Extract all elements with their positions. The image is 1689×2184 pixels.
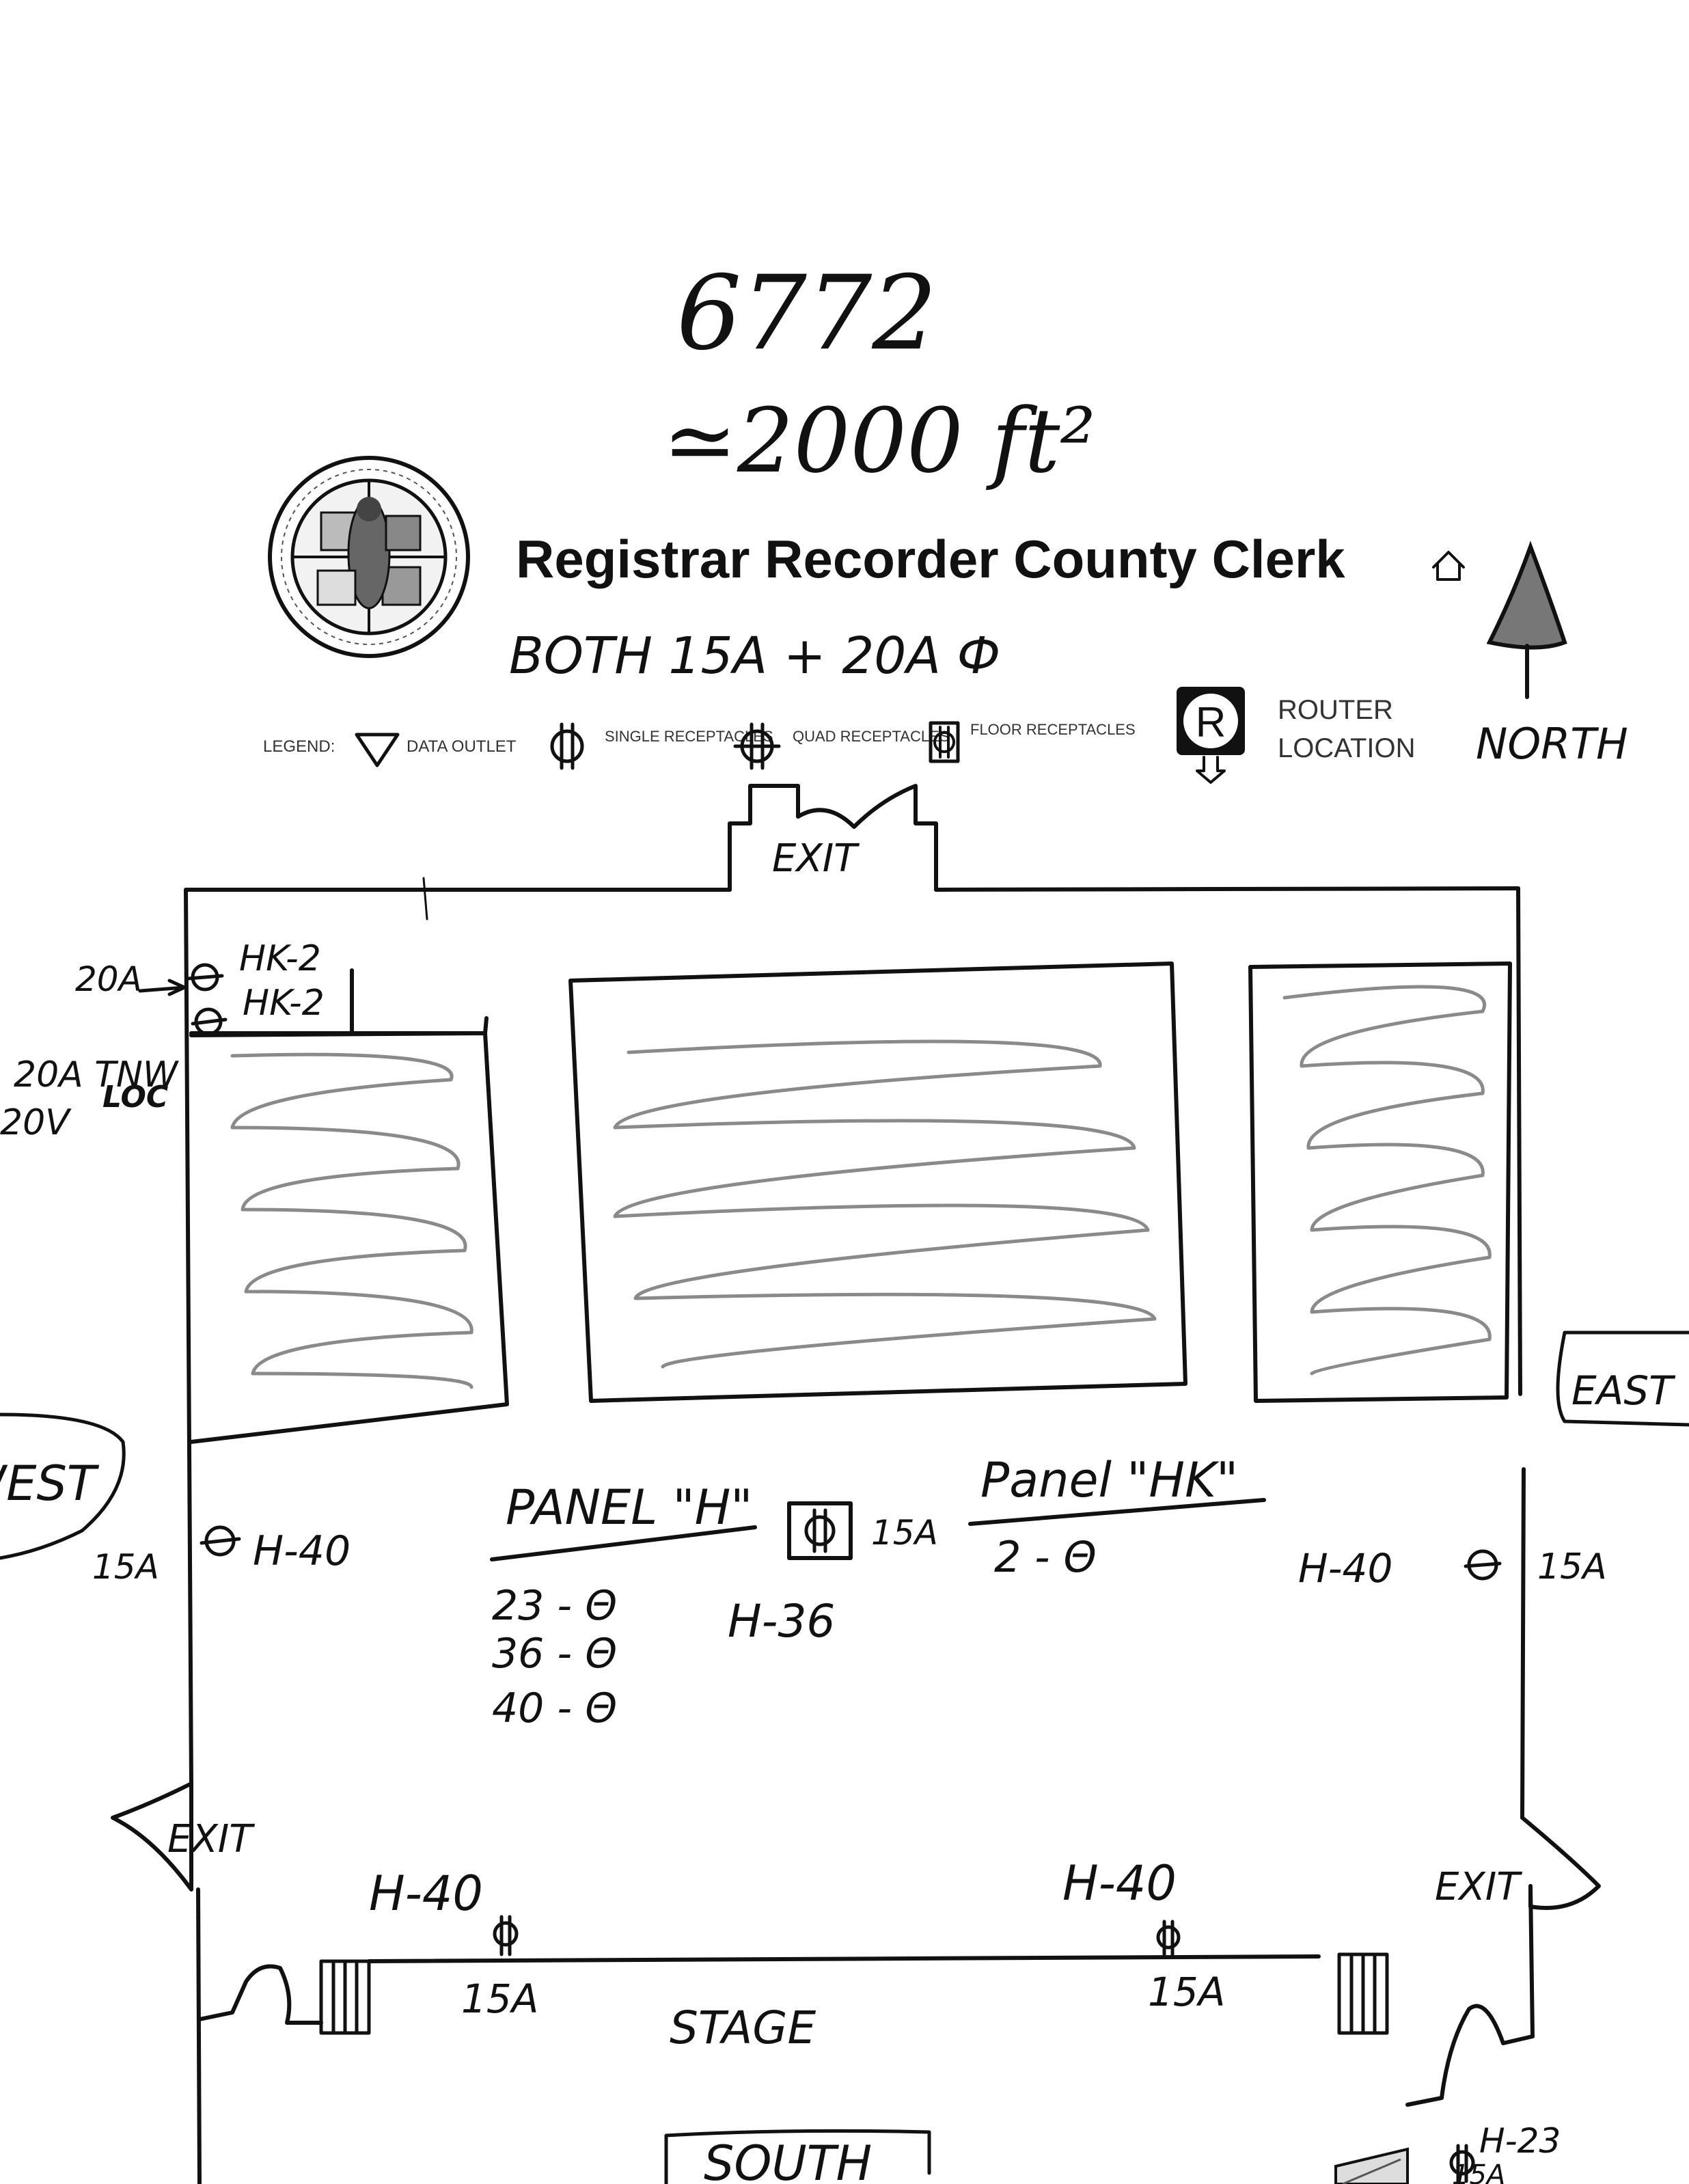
page-title: Registrar Recorder County Clerk bbox=[516, 529, 1345, 589]
data-outlet-icon bbox=[355, 733, 400, 767]
panel-hk-underline bbox=[968, 1498, 1266, 1526]
legend-floor-receptacle: FLOOR RECEPTACLES bbox=[970, 721, 1136, 738]
home-icon bbox=[1432, 551, 1465, 581]
se-h23-label: H-23 bbox=[1479, 2121, 1561, 2161]
nw-loc-label: LOC bbox=[102, 1080, 168, 1115]
building-outline bbox=[111, 784, 1601, 2184]
east-tag bbox=[1556, 1330, 1689, 1427]
stage-right-15a-label: 15A bbox=[1148, 1969, 1225, 2015]
nw-20a-label: 20A bbox=[75, 959, 142, 999]
seating-area-right bbox=[1248, 961, 1512, 1403]
project-number: 6772 bbox=[676, 254, 937, 373]
stage-right-receptacle bbox=[1156, 1920, 1181, 1956]
west-15a-label: 15A bbox=[92, 1547, 159, 1587]
se-receptacle bbox=[1449, 2144, 1475, 2183]
area-note: ≃2000 ft² bbox=[663, 389, 1096, 493]
legend-data-outlet: DATA OUTLET bbox=[407, 737, 517, 756]
panel-h-row-2: 36 - Θ bbox=[492, 1630, 617, 1678]
quad-receptacle-icon bbox=[733, 722, 781, 770]
nw-20a-tnw-label: 20A TNW bbox=[14, 1054, 180, 1095]
west-tag bbox=[0, 1412, 126, 1560]
west-exit-label: EXIT bbox=[167, 1817, 255, 1861]
top-exit-label: EXIT bbox=[772, 836, 860, 881]
stage-right-h40-label: H-40 bbox=[1062, 1855, 1177, 1911]
nw-quad-receptacle-2 bbox=[191, 1007, 228, 1036]
nw-hk2-label-b: HK-2 bbox=[243, 983, 325, 1024]
stage-left-receptacle bbox=[493, 1915, 519, 1956]
seating-area-left bbox=[189, 1031, 509, 1444]
nw-quad-receptacle-1 bbox=[186, 963, 224, 992]
north-arrow bbox=[1486, 541, 1567, 699]
south-label: SOUTH bbox=[704, 2135, 872, 2184]
panel-hk-row: 2 - Θ bbox=[994, 1532, 1097, 1582]
west-h40-label: H-40 bbox=[253, 1527, 351, 1575]
router-icon: R bbox=[1177, 687, 1245, 784]
panel-h-underline bbox=[490, 1525, 757, 1561]
single-receptacle-icon bbox=[550, 722, 584, 770]
legend-label: LEGEND: bbox=[263, 737, 335, 756]
legend: LEGEND: DATA OUTLET SINGLE RECEPTACLES Q… bbox=[263, 687, 1416, 784]
seating-area-center bbox=[568, 961, 1187, 1403]
county-seal bbox=[268, 456, 470, 658]
svg-text:R: R bbox=[1196, 699, 1226, 746]
panel-hk-title: Panel "HK" bbox=[980, 1452, 1238, 1508]
legend-router-line1: ROUTER bbox=[1278, 695, 1393, 725]
nw-hk2-label-a: HK-2 bbox=[239, 938, 321, 979]
south-tag bbox=[664, 2129, 931, 2184]
se-hatched-block bbox=[1334, 2147, 1409, 2184]
nw-pointer-arrow bbox=[138, 979, 187, 996]
east-15a-label: 15A bbox=[1537, 1546, 1607, 1587]
east-exit-label: EXIT bbox=[1435, 1865, 1522, 1909]
north-label: NORTH bbox=[1476, 719, 1628, 769]
west-receptacle bbox=[200, 1525, 241, 1557]
h36-label: H-36 bbox=[728, 1595, 835, 1648]
east-label: EAST bbox=[1571, 1367, 1676, 1414]
east-h40-label: H-40 bbox=[1298, 1545, 1392, 1592]
stage-left-h40-label: H-40 bbox=[369, 1866, 483, 1922]
breaker-note: BOTH 15A + 20A Ф bbox=[509, 627, 1000, 685]
west-label: WEST bbox=[0, 1456, 100, 1512]
east-receptacle bbox=[1464, 1549, 1502, 1581]
stage-label: STAGE bbox=[670, 2002, 816, 2054]
legend-router-line2: LOCATION bbox=[1278, 733, 1416, 763]
panel-h-row-1: 23 - Θ bbox=[492, 1582, 617, 1630]
stage-left-15a-label: 15A bbox=[461, 1976, 538, 2022]
panel-h-title: PANEL "H" bbox=[506, 1479, 752, 1535]
floor-receptacle-mark bbox=[787, 1501, 853, 1560]
panel-h-row-3: 40 - Θ bbox=[492, 1684, 617, 1732]
legend-quad-receptacle: QUAD RECEPTACLES bbox=[793, 728, 949, 745]
nw-20v-label: 20V bbox=[0, 1102, 72, 1143]
floor-receptacle-15a: 15A bbox=[871, 1513, 938, 1553]
floor-receptacle-icon bbox=[929, 721, 960, 763]
se-15a-label: 15A bbox=[1452, 2159, 1505, 2184]
